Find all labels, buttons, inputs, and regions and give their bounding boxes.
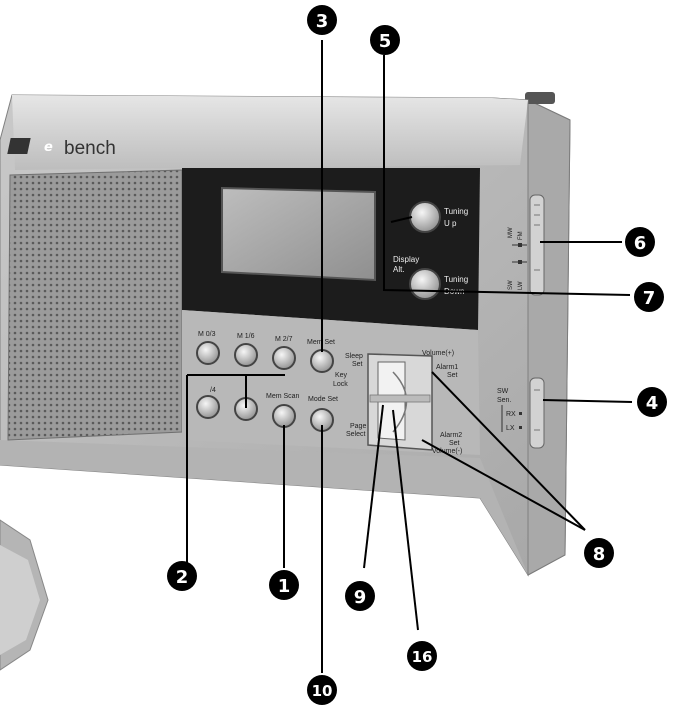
callout-2-label: 2 bbox=[176, 567, 189, 588]
brand-logo: e bench bbox=[7, 138, 116, 159]
band-sw-label: SW bbox=[508, 280, 514, 290]
m4-button[interactable] bbox=[196, 395, 220, 419]
m4-label: /4 bbox=[210, 387, 216, 394]
callout-7-label: 7 bbox=[643, 288, 656, 309]
alarm1-label-1: Alarm1 bbox=[436, 364, 458, 371]
mem-set-button[interactable] bbox=[310, 349, 334, 373]
mem-scan-button[interactable] bbox=[272, 404, 296, 428]
alarm2-label-2: Set bbox=[449, 440, 460, 447]
band-switch[interactable] bbox=[512, 194, 545, 296]
volume-down-label: Volume(-) bbox=[432, 448, 462, 455]
callout-5 bbox=[370, 25, 400, 55]
tuning-up-button[interactable] bbox=[409, 201, 441, 233]
sensitivity-switch[interactable] bbox=[501, 377, 545, 449]
volume-up-label: Volume(+) bbox=[422, 350, 454, 357]
band-fm-label: FM bbox=[518, 231, 524, 240]
band-mw-label: MW bbox=[508, 227, 514, 238]
callout-6-label: 6 bbox=[634, 233, 647, 254]
display-alt-label-2: Alt. bbox=[393, 265, 405, 274]
band-lw-label: LW bbox=[518, 281, 524, 290]
alarm2-label-1: Alarm2 bbox=[440, 432, 462, 439]
callout-9 bbox=[345, 581, 375, 611]
callout-10-label: 10 bbox=[312, 682, 333, 700]
callout-16-label: 16 bbox=[412, 648, 433, 666]
m03-button[interactable] bbox=[196, 341, 220, 365]
alarm1-label-2: Set bbox=[447, 372, 458, 379]
page-label-1: Page bbox=[350, 423, 366, 430]
m27-label: M 2/7 bbox=[275, 336, 293, 343]
callout-6 bbox=[625, 227, 655, 257]
svg-text:e: e bbox=[44, 140, 53, 155]
sens-sen-label: Sen. bbox=[497, 397, 511, 404]
sens-sw-label: SW bbox=[497, 388, 509, 395]
sleep-label-1: Sleep bbox=[345, 353, 363, 360]
speaker-grille bbox=[7, 169, 183, 441]
tuning-down-button[interactable] bbox=[409, 268, 441, 300]
mode-set-label: Mode Set bbox=[308, 396, 338, 403]
callout-16 bbox=[407, 641, 437, 671]
callout-3 bbox=[307, 5, 337, 35]
mem-scan-label: Mem Scan bbox=[266, 393, 300, 400]
m16-button[interactable] bbox=[234, 343, 258, 367]
sens-rx-label: RX bbox=[506, 411, 516, 418]
tuning-down-label-1: Tuning bbox=[444, 275, 468, 284]
callout-8-label: 8 bbox=[593, 544, 606, 565]
volume-rocker[interactable] bbox=[369, 394, 431, 403]
tuning-up-label-1: Tuning bbox=[444, 207, 468, 216]
callout-9-label: 9 bbox=[354, 587, 367, 608]
callout-5-label: 5 bbox=[379, 31, 392, 52]
callout-10 bbox=[307, 675, 337, 705]
callout-4-label: 4 bbox=[646, 393, 659, 414]
key-lock-label-1: Key bbox=[335, 372, 348, 379]
brand-name: bench bbox=[64, 138, 116, 159]
callout-1 bbox=[269, 570, 299, 600]
preset-buttons bbox=[196, 341, 334, 432]
callout-8 bbox=[584, 538, 614, 568]
callout-2 bbox=[167, 561, 197, 591]
page-label-2: Select bbox=[346, 431, 366, 438]
m03-label: M 0/3 bbox=[198, 331, 216, 338]
rocker-cluster bbox=[367, 353, 433, 451]
callout-1-label: 1 bbox=[278, 576, 291, 597]
callout-4 bbox=[637, 387, 667, 417]
stand-fragment bbox=[0, 519, 49, 671]
m16-label: M 1/6 bbox=[237, 333, 255, 340]
callout-lines bbox=[186, 40, 633, 673]
tuning-up-label-2: U p bbox=[444, 219, 457, 228]
callout-3-label: 3 bbox=[316, 11, 329, 32]
callout-7 bbox=[634, 282, 664, 312]
key-lock-label-2: Lock bbox=[333, 381, 348, 388]
display-alt-label-1: Display bbox=[393, 255, 419, 264]
m27-button[interactable] bbox=[272, 346, 296, 370]
callout-markers: 3 5 6 7 4 8 2 1 9 16 10 bbox=[167, 5, 667, 705]
sens-lx-label: LX bbox=[506, 425, 515, 432]
sleep-label-2: Set bbox=[352, 361, 363, 368]
lcd-screen bbox=[221, 186, 376, 282]
